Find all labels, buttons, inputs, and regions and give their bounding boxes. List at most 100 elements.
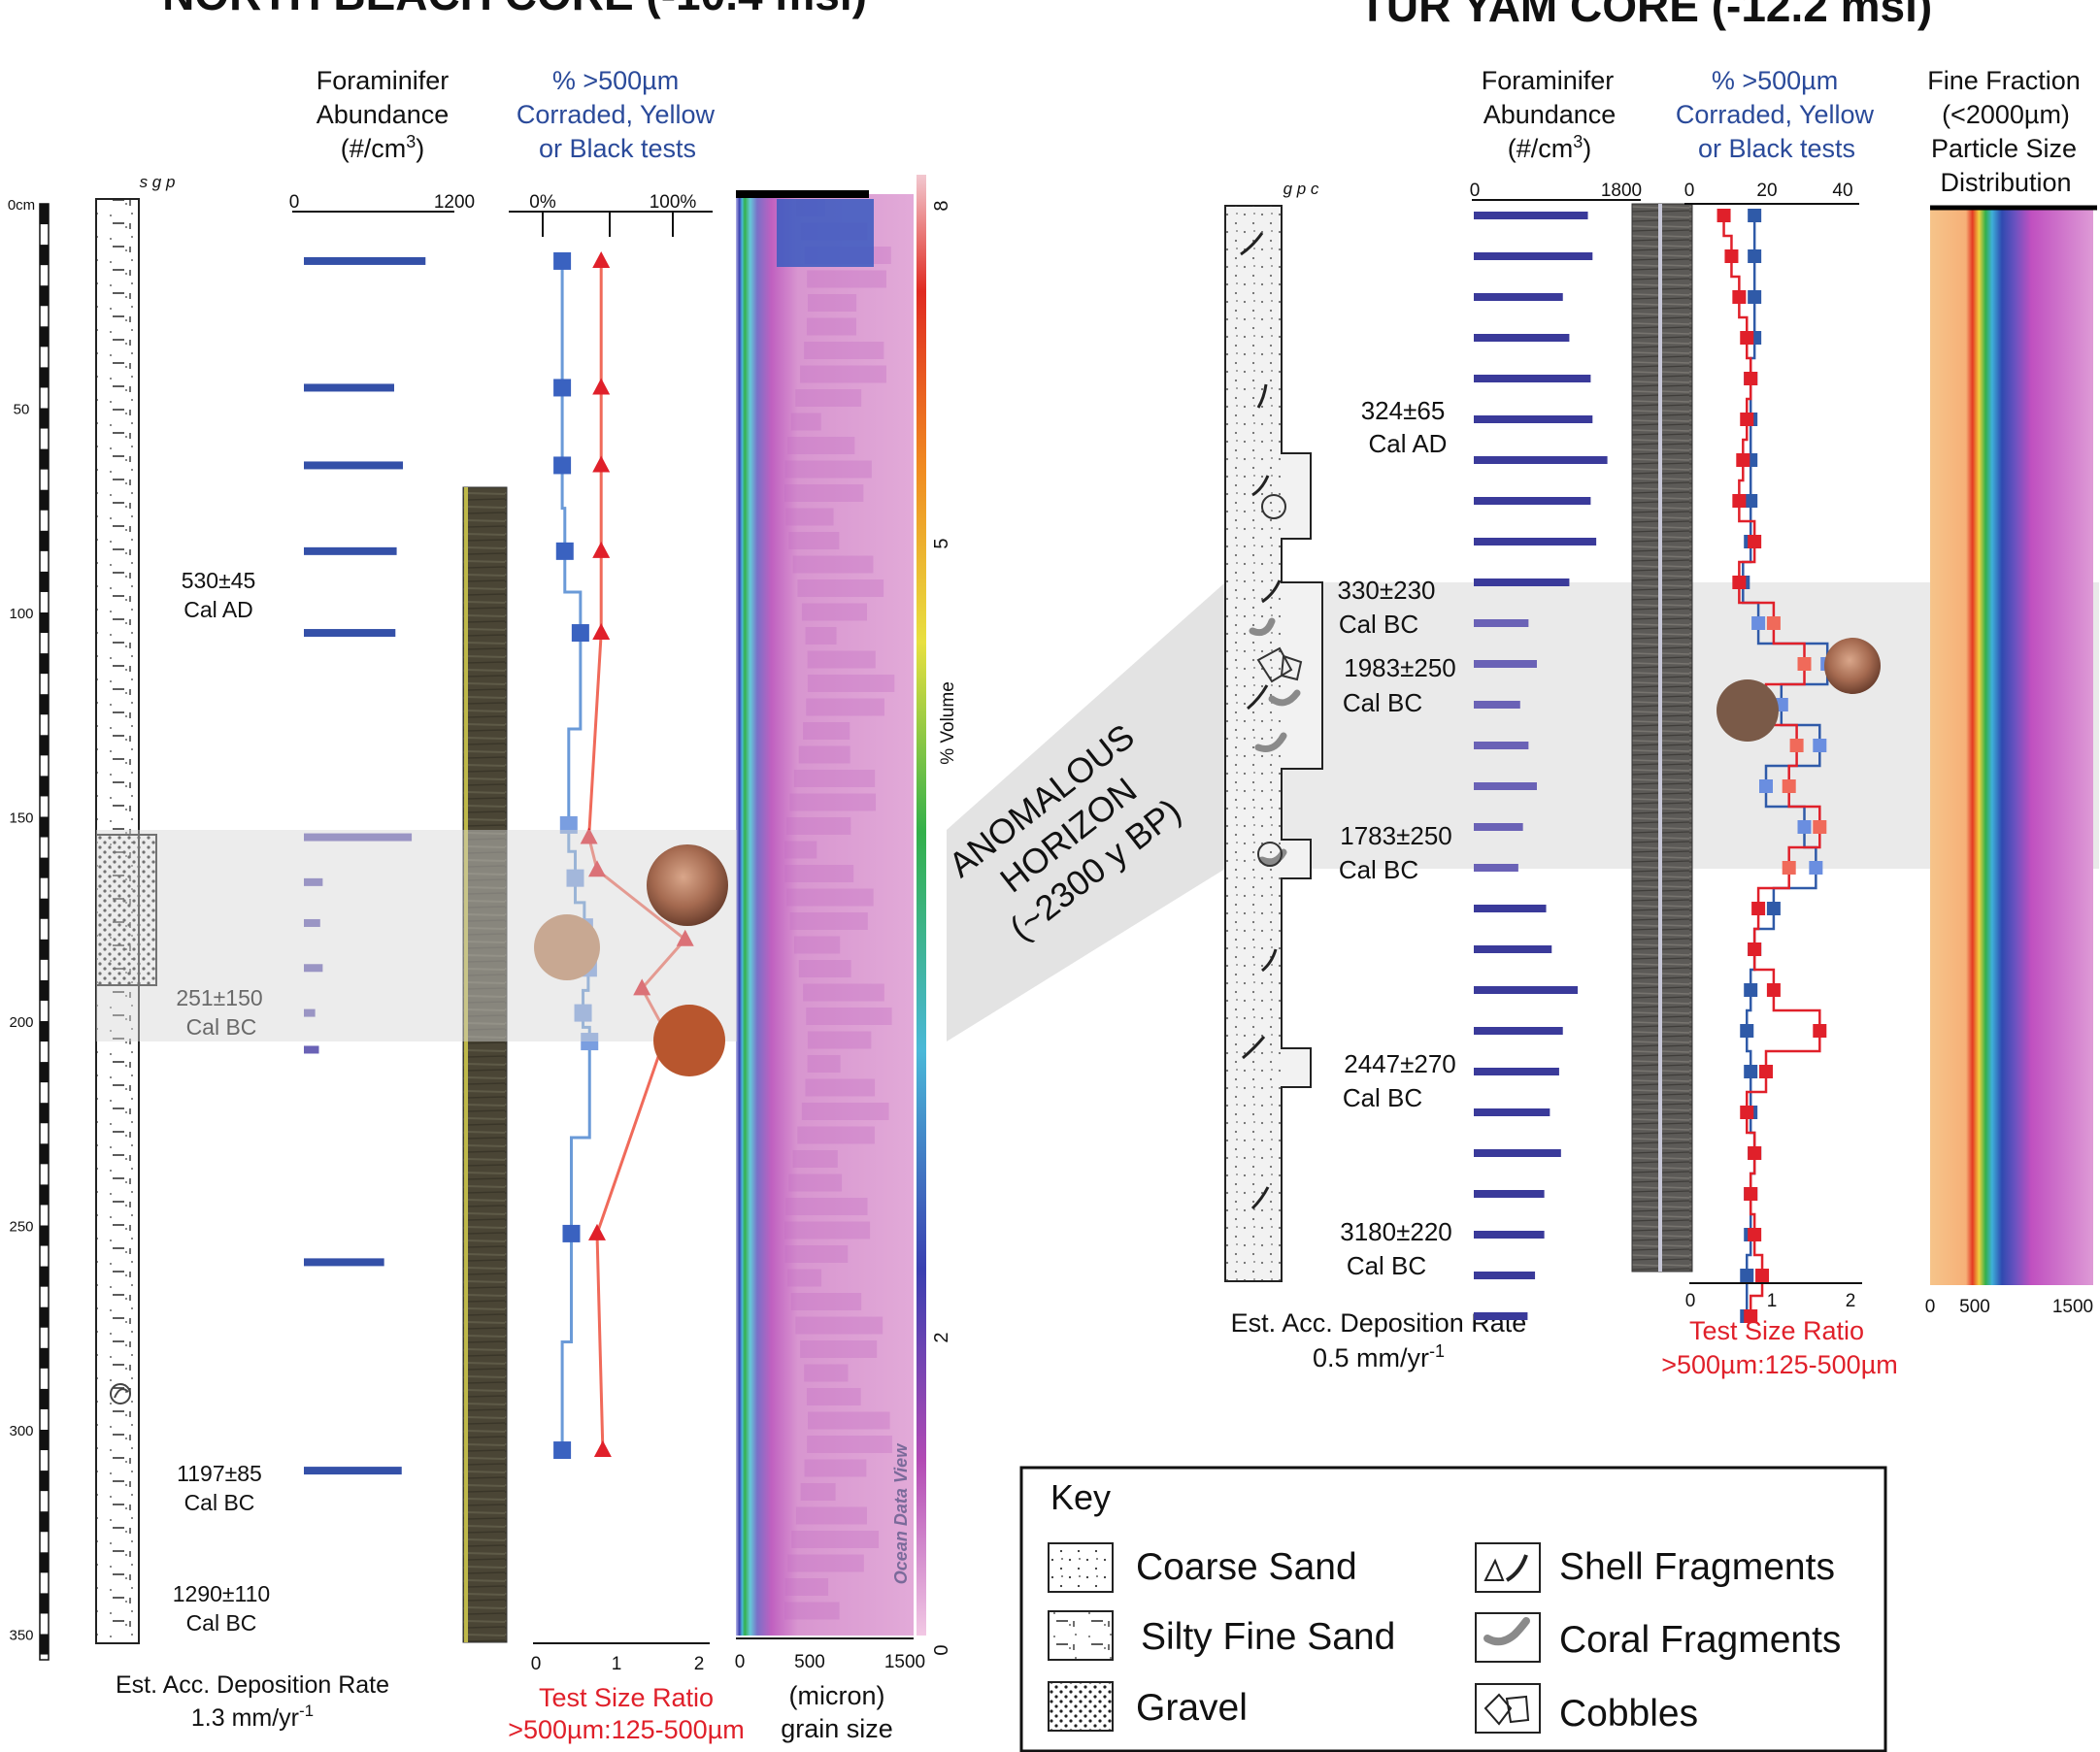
north-grain-tick-0: 0 bbox=[735, 1652, 746, 1672]
depth-scale-segment bbox=[40, 326, 49, 347]
heatmap-streak bbox=[803, 722, 850, 740]
profile-marker bbox=[1740, 1269, 1754, 1282]
tur-yam-red-markers bbox=[1717, 209, 1827, 1323]
profile-marker bbox=[1751, 902, 1766, 915]
profile-marker bbox=[1813, 1024, 1827, 1038]
north-dates: 530±45 Cal AD 251±150 Cal BC 1197±85 Cal… bbox=[173, 568, 270, 1636]
heatmap-streak bbox=[785, 508, 834, 526]
tur-yam-fine-heatmap bbox=[1930, 205, 2097, 1285]
north-rate-value: 1.3 mm/yr-1 bbox=[191, 1702, 314, 1732]
percent-marker bbox=[581, 1033, 599, 1051]
ratio-marker bbox=[588, 860, 606, 877]
ratio-marker bbox=[592, 623, 611, 641]
abundance-bar bbox=[1474, 905, 1547, 912]
abundance-bar bbox=[1474, 945, 1552, 953]
tur-yam-fine-header: Fine Fraction (<2000µm) Particle Size Di… bbox=[1927, 66, 2081, 197]
heatmap-streak bbox=[786, 1269, 822, 1287]
depth-scale-segment bbox=[40, 1021, 49, 1042]
depth-scale-segment bbox=[40, 612, 49, 634]
profile-marker bbox=[1744, 1065, 1758, 1078]
north-date-1-unit: Cal AD bbox=[183, 597, 253, 622]
heatmap-streak bbox=[804, 1459, 867, 1477]
depth-scale-segment bbox=[40, 448, 49, 470]
profile-marker bbox=[1732, 576, 1747, 589]
tur-yam-date-2-unit: Cal BC bbox=[1339, 610, 1418, 639]
tur-yam-pct-tick-20: 20 bbox=[1756, 181, 1777, 201]
tur-yam-ratio-tick-2: 2 bbox=[1846, 1291, 1856, 1311]
north-pct-title-1: % >500µm bbox=[552, 66, 679, 95]
north-date-4-value: 1290±110 bbox=[173, 1581, 270, 1606]
percent-marker bbox=[574, 1004, 592, 1022]
tur-yam-ratio-tick-0: 0 bbox=[1685, 1291, 1696, 1311]
abundance-bar bbox=[304, 877, 323, 886]
tur-yam-shell-fragments bbox=[1240, 232, 1282, 1210]
profile-marker bbox=[1748, 1146, 1762, 1160]
depth-scale-segment bbox=[40, 653, 49, 675]
north-abund-title-1: Foraminifer bbox=[317, 66, 450, 95]
heatmap-streak bbox=[807, 650, 876, 669]
colorbar-tick-2: 2 bbox=[931, 1332, 952, 1342]
heatmap-streak bbox=[784, 1602, 840, 1620]
cobbles-icon bbox=[1475, 1683, 1541, 1734]
depth-tick-label: 350 bbox=[9, 1628, 33, 1644]
key-coarse-sand: Coarse Sand bbox=[1136, 1546, 1357, 1588]
abundance-bar bbox=[304, 383, 394, 392]
abundance-bar bbox=[1474, 1027, 1563, 1035]
ratio-marker bbox=[588, 1223, 606, 1240]
heatmap-streak bbox=[807, 1411, 890, 1430]
profile-marker bbox=[1766, 983, 1781, 997]
silty-fine-sand-swatch bbox=[1048, 1610, 1114, 1661]
heatmap-streak bbox=[784, 1578, 829, 1596]
profile-marker bbox=[1748, 290, 1762, 304]
ratio-marker bbox=[580, 827, 598, 844]
north-pct-tick-100: 100% bbox=[650, 192, 697, 213]
profile-marker bbox=[1732, 290, 1747, 304]
depth-scale-segment bbox=[40, 367, 49, 388]
abundance-bar bbox=[1474, 986, 1579, 994]
north-pct-title-2: Corraded, Yellow bbox=[517, 100, 716, 129]
percent-marker bbox=[553, 379, 572, 397]
foraminifer-photo-4 bbox=[1824, 638, 1881, 694]
abundance-bar bbox=[304, 629, 396, 638]
heatmap-streak bbox=[807, 1031, 872, 1049]
depth-scale-segment bbox=[40, 1552, 49, 1573]
tur-yam-date-6-unit: Cal BC bbox=[1347, 1251, 1426, 1280]
ratio-marker bbox=[593, 1440, 612, 1458]
tur-yam-title: TUR YAM CORE (-12.2 msl) bbox=[1359, 0, 1932, 31]
ratio-marker bbox=[592, 250, 611, 268]
north-anomalous-band bbox=[96, 830, 737, 1041]
ratio-marker bbox=[592, 378, 611, 395]
north-grain-heatmap bbox=[736, 194, 914, 1636]
percent-marker bbox=[553, 1441, 572, 1460]
profile-marker bbox=[1766, 902, 1781, 915]
abundance-bar bbox=[1474, 375, 1591, 382]
profile-marker bbox=[1789, 739, 1804, 752]
depth-scale-segment bbox=[40, 285, 49, 307]
heatmap-streak bbox=[793, 770, 876, 787]
heatmap-streak bbox=[797, 1126, 875, 1144]
abundance-bar bbox=[304, 256, 426, 265]
key-silty-fine-sand: Silty Fine Sand bbox=[1141, 1616, 1395, 1658]
heatmap-streak bbox=[805, 1078, 876, 1097]
depth-tick-label: 0cm bbox=[8, 197, 35, 214]
tur-yam-fine-axis: 0 500 1500 bbox=[1925, 1297, 2093, 1317]
profile-marker bbox=[1797, 820, 1812, 834]
heatmap-streak bbox=[805, 627, 837, 645]
foraminifer-photo-5 bbox=[1717, 679, 1779, 742]
fine-title-1: Fine Fraction bbox=[1927, 66, 2081, 95]
heatmap-streak bbox=[785, 1198, 868, 1215]
depth-scale-segment bbox=[40, 408, 49, 429]
depth-tick-label: 100 bbox=[9, 606, 33, 622]
tur-yam-pct-title-2: Corraded, Yellow bbox=[1676, 100, 1875, 129]
depth-scale-segment bbox=[40, 1430, 49, 1451]
heatmap-streak bbox=[807, 294, 857, 312]
heatmap-streak bbox=[804, 342, 884, 359]
depth-scale-segment bbox=[40, 571, 49, 592]
ratio-marker bbox=[592, 541, 611, 558]
heatmap-streak bbox=[797, 579, 884, 597]
profile-marker bbox=[1755, 1269, 1770, 1282]
tur-yam-cobbles bbox=[1256, 494, 1303, 867]
tur-yam-date-3-unit: Cal BC bbox=[1343, 688, 1422, 717]
north-core-photo bbox=[462, 486, 508, 1643]
tur-yam-abund-title-3: (#/cm3) bbox=[1508, 132, 1592, 163]
